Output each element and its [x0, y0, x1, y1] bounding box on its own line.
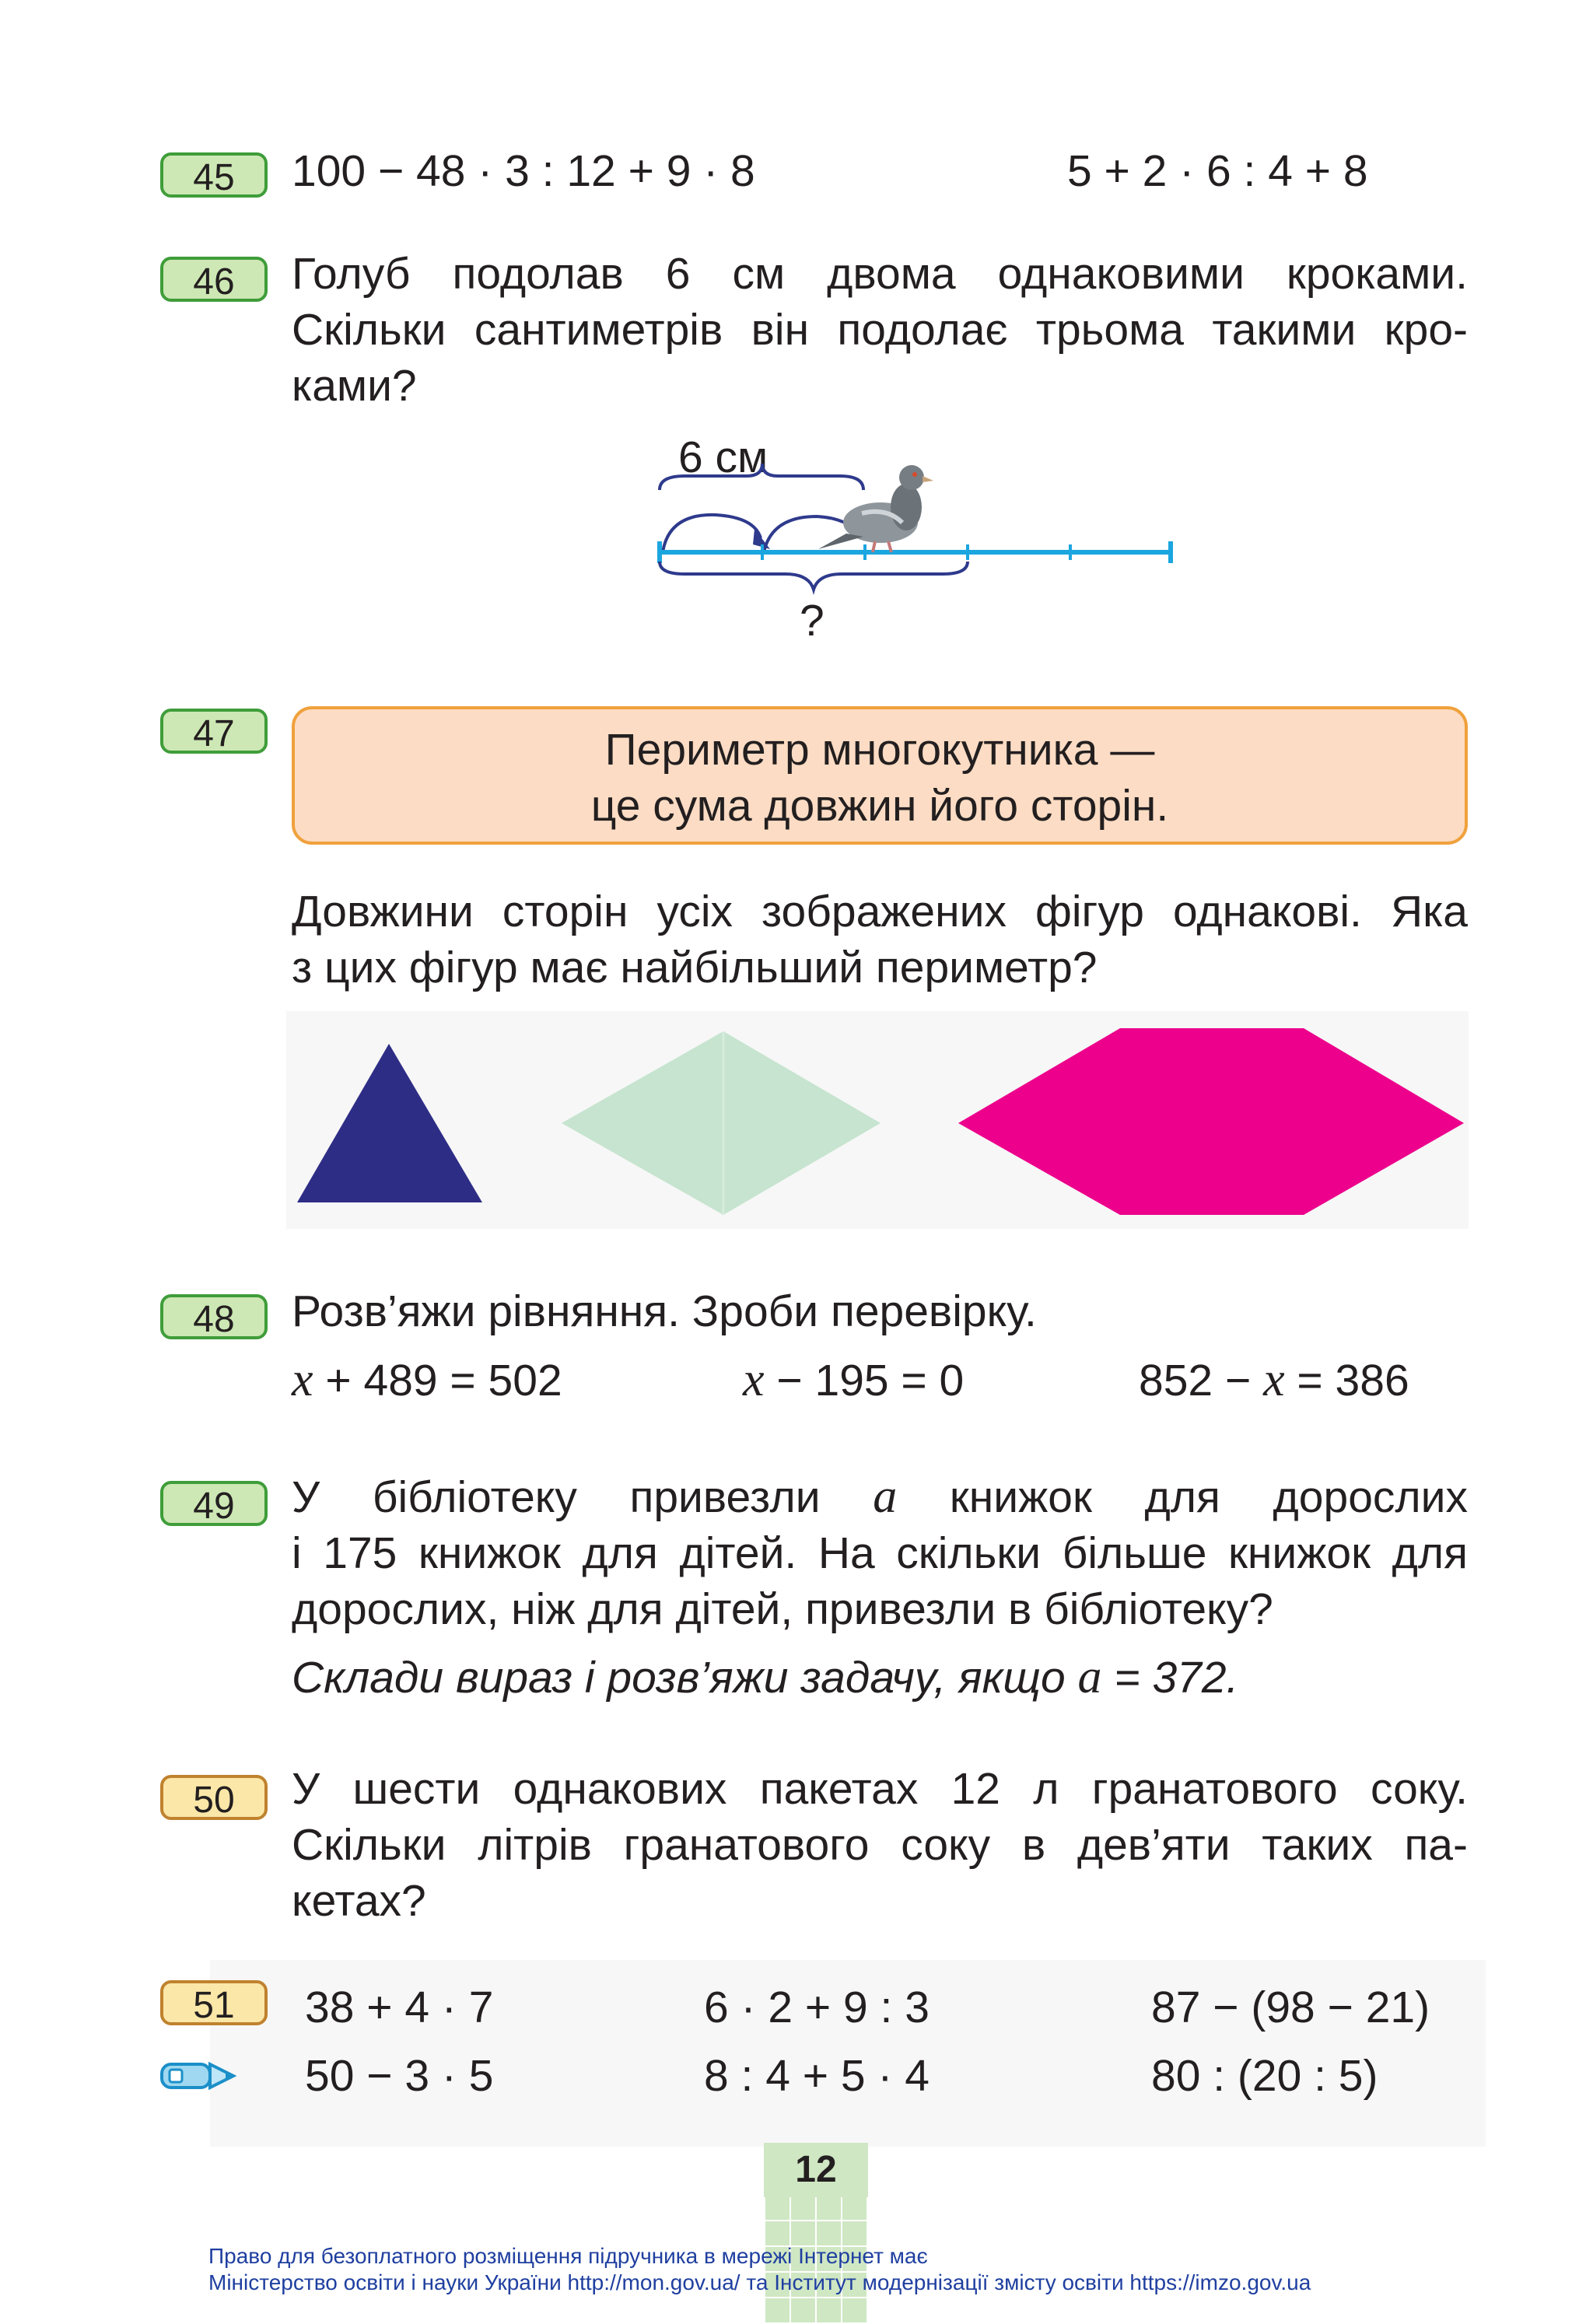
page-number: 12: [795, 2149, 837, 2190]
variable: x: [1263, 1353, 1285, 1406]
lower-background: [210, 1960, 1486, 2147]
task-number-badge: 46: [160, 257, 268, 303]
expression: 87 − (98 − 21): [1151, 1983, 1430, 2032]
rule-line: Периметр многокутника —: [604, 725, 1155, 775]
polygons-figure: [297, 1028, 1464, 1215]
variable: a: [873, 1470, 898, 1523]
task49-text: У бібліотеку привезли a книжок для дорос…: [292, 1468, 1468, 1637]
footer-line-2: Міністерство освіти і науки України http…: [208, 2270, 1311, 2294]
task47-text: Довжини сторін усіх зображених фігур одн…: [292, 884, 1468, 996]
page-number-box: [764, 2143, 868, 2197]
text-line: Довжини сторін усіх зображених фігур одн…: [292, 887, 1468, 936]
step-arrow-1: [661, 513, 762, 553]
triangle-shape: [297, 1044, 482, 1202]
text-line: У бібліотеку привезли a книжок для дорос…: [292, 1470, 1468, 1523]
text-line: ками?: [292, 361, 417, 411]
variable: a: [1077, 1650, 1102, 1703]
rule-line: це сума довжин його сторін.: [590, 781, 1169, 831]
rhombus-shape: [562, 1031, 881, 1215]
task49-instruction: Склади вираз і розв’яжи задачу, якщо a =…: [292, 1650, 1239, 1703]
task-number-badge: 47: [160, 709, 268, 754]
hexagon-shape: [958, 1028, 1464, 1215]
top-brace: [658, 463, 865, 491]
equation-rest: = 386: [1284, 1356, 1409, 1405]
text-line: Голуб подолав 6 см двома однаковими крок…: [292, 249, 1468, 299]
text-line: Скільки сантиметрів він подолає трьома т…: [292, 305, 1468, 355]
equation-1: x + 489 = 502: [292, 1352, 562, 1409]
task-number-badge: 45: [160, 152, 268, 198]
task50-text: У шести однакових пакетах 12 л гранатово…: [292, 1761, 1468, 1929]
equation-rest: + 489 = 502: [313, 1356, 562, 1405]
equation-3: 852 − x = 386: [1139, 1352, 1409, 1409]
footer-line-1: Право для безоплатного розміщення підруч…: [208, 2244, 928, 2268]
text-line: кетах?: [292, 1876, 426, 1926]
expression: 38 + 4 · 7: [305, 1983, 494, 2032]
task45-expression-1: 100 − 48 · 3 : 12 + 9 · 8: [292, 146, 755, 196]
expression: 80 : (20 : 5): [1151, 2051, 1378, 2101]
text-line: У шести однакових пакетах 12 л гранатово…: [292, 1764, 1468, 1814]
expression: 8 : 4 + 5 · 4: [704, 2051, 930, 2101]
pigeon-steps-diagram: [657, 463, 1173, 595]
equation-left: 852 −: [1139, 1356, 1264, 1405]
pigeon-icon: [818, 465, 933, 553]
task48-text: Розв’яжи рівняння. Зроби перевірку.: [292, 1286, 1037, 1336]
text-line: з цих фігур має найбільший периметр?: [292, 943, 1098, 992]
task46-text: Голуб подолав 6 см двома однаковими крок…: [292, 246, 1468, 414]
task-number-badge: 50: [160, 1775, 268, 1821]
equation-rest: − 195 = 0: [764, 1356, 965, 1405]
task45-expression-2: 5 + 2 · 6 : 4 + 8: [1067, 146, 1368, 196]
variable: x: [743, 1353, 765, 1406]
bottom-brace: [658, 561, 969, 595]
rule-box: Периметр многокутника — це сума довжин й…: [292, 706, 1468, 845]
variable: x: [292, 1353, 313, 1406]
equation-2: x − 195 = 0: [743, 1352, 964, 1409]
text-line: Скільки літрів гранатового соку в дев’ят…: [292, 1820, 1468, 1870]
expression: 6 · 2 + 9 : 3: [704, 1983, 930, 2032]
text-line: і 175 книжок для дітей. На скільки більш…: [292, 1528, 1468, 1578]
pencil-icon: [160, 2061, 236, 2091]
task-number-badge: 51: [160, 1980, 268, 2026]
expression: 50 − 3 · 5: [305, 2051, 494, 2101]
task-number-badge: 48: [160, 1294, 268, 1340]
task-number-badge: 49: [160, 1481, 268, 1527]
text-line: дорослих, ніж для дітей, привезли в бібл…: [292, 1584, 1273, 1634]
figure-question-mark: ?: [800, 596, 825, 646]
